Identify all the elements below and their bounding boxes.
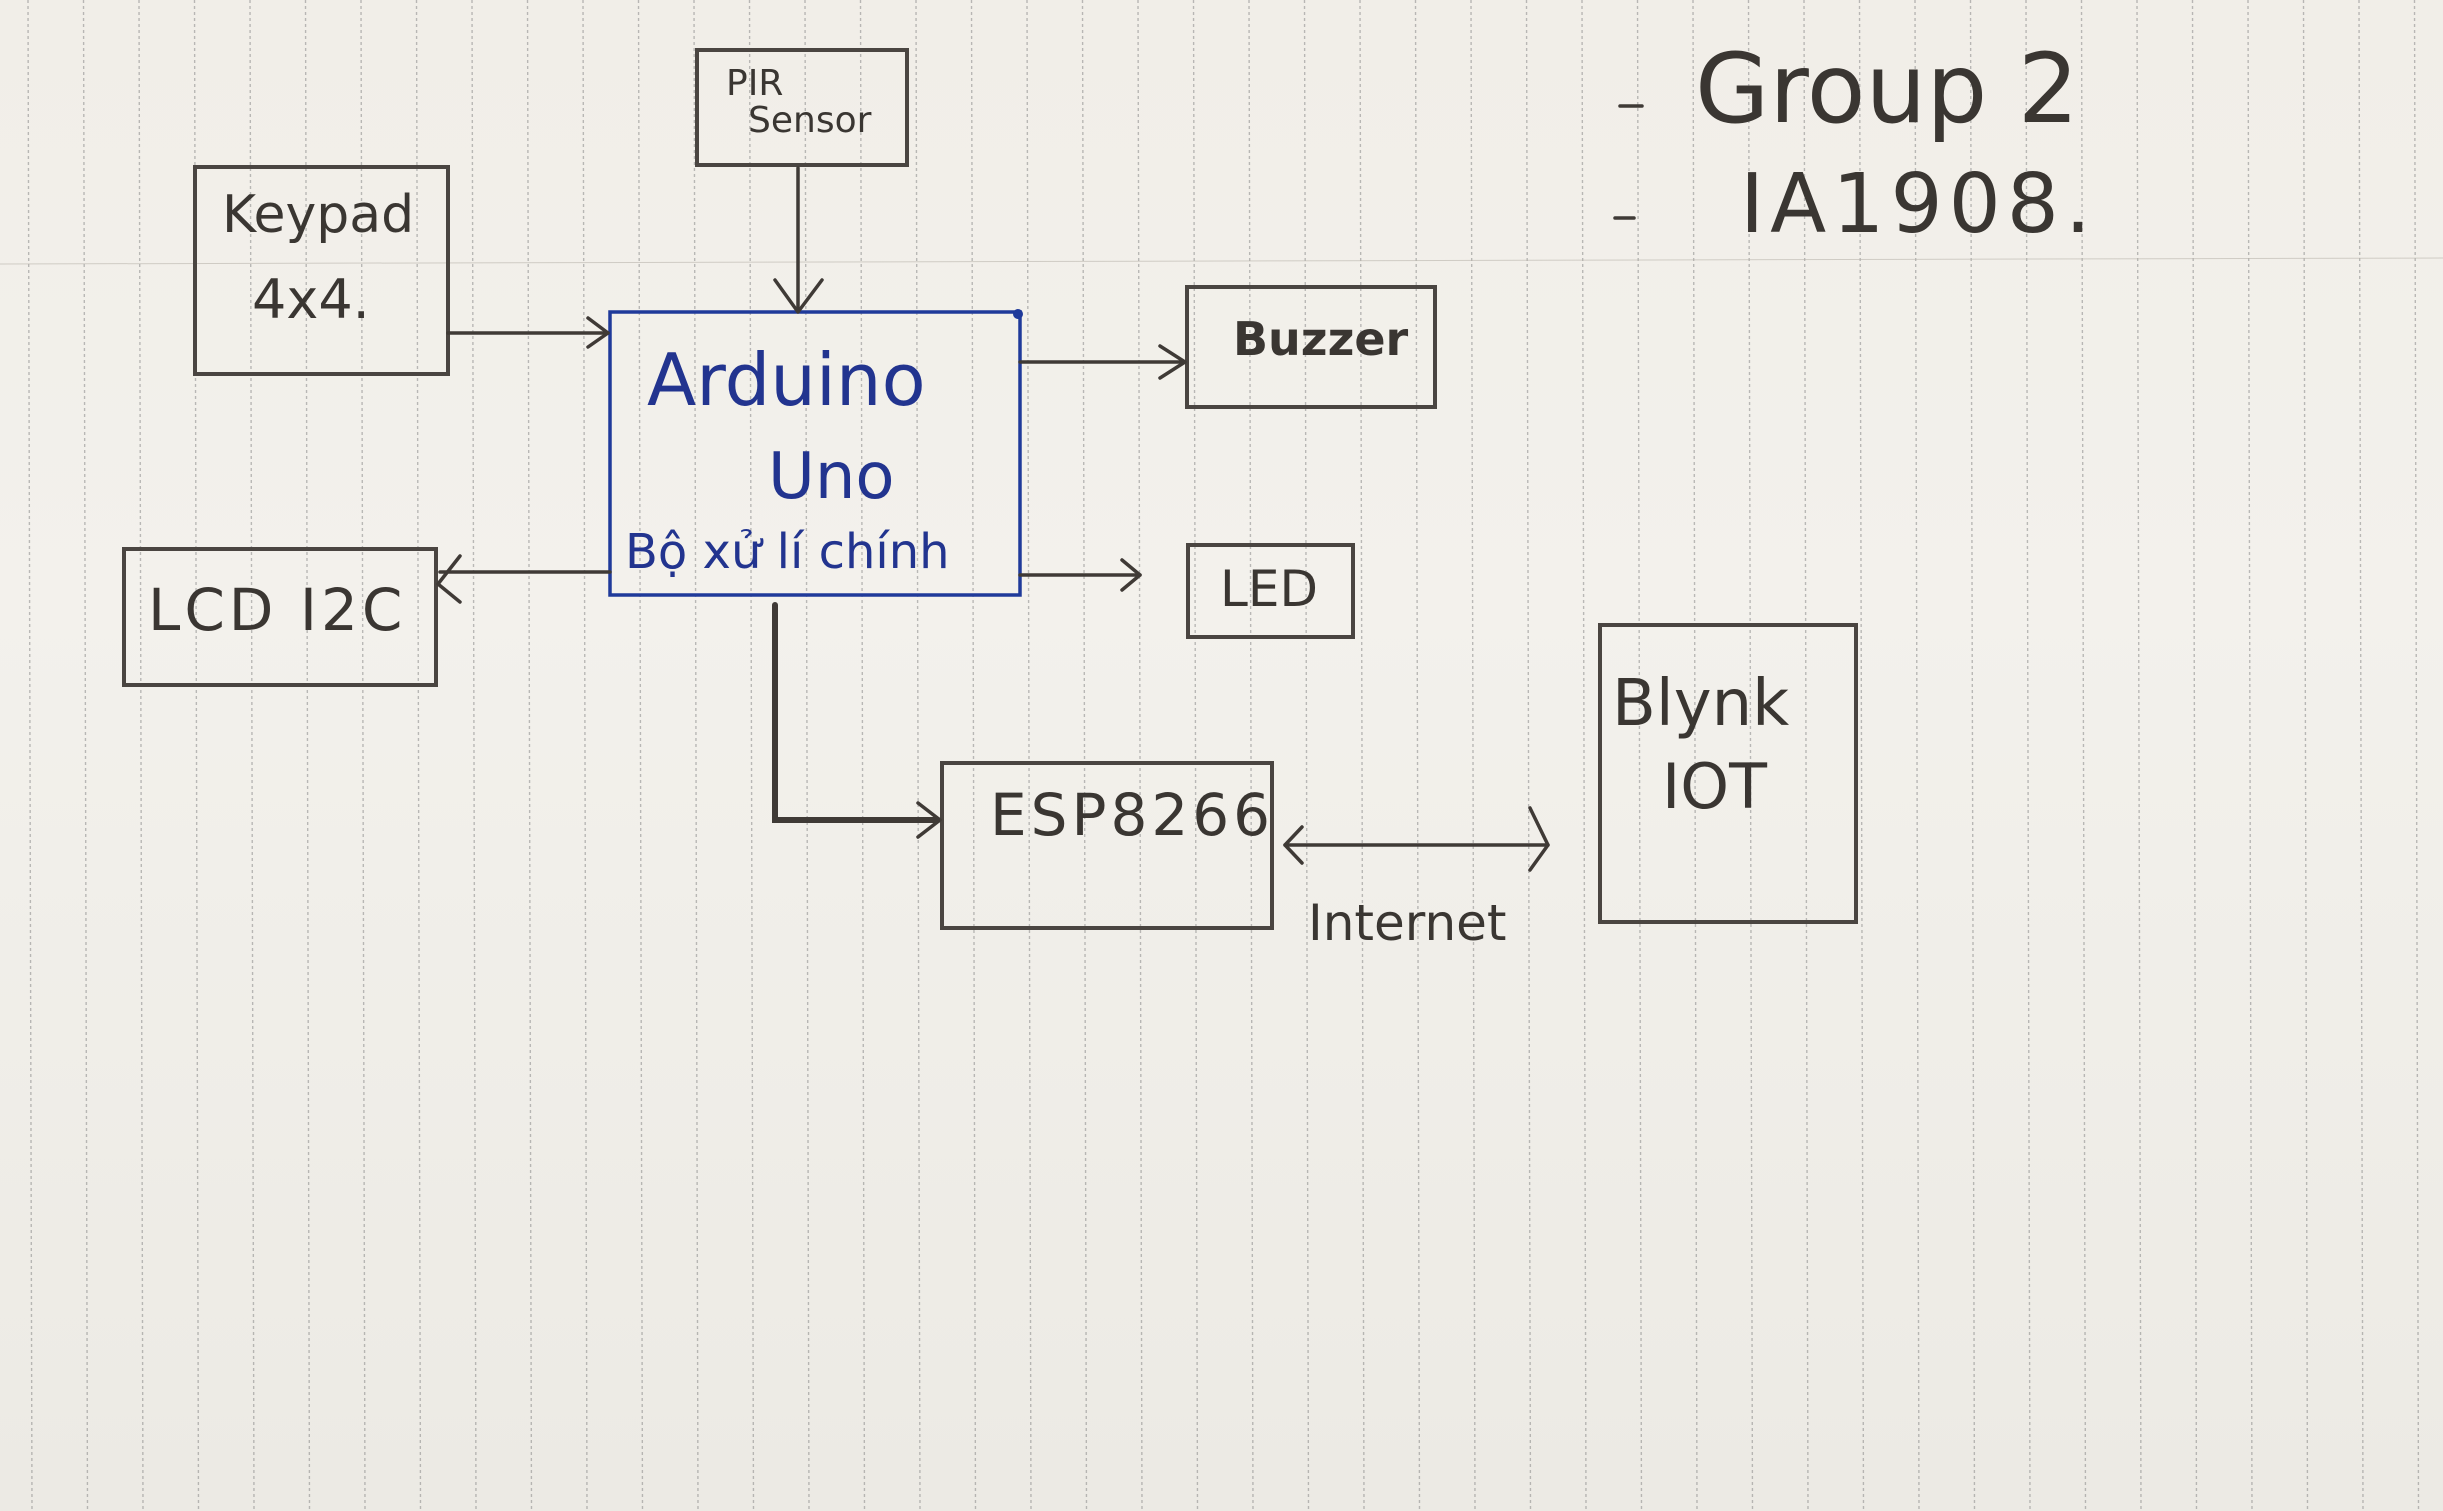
buzzer-node: Buzzer xyxy=(1185,285,1437,409)
pir-sensor-node: PIR Sensor xyxy=(695,48,909,167)
arduino-to-lcd-arrowhead xyxy=(436,554,462,604)
group-label: Group 2 xyxy=(1695,33,2079,145)
lcd-box xyxy=(122,547,438,687)
esp-side-arrowhead xyxy=(1283,825,1304,865)
led-node: LED xyxy=(1186,543,1355,639)
esp-box xyxy=(940,761,1274,930)
arduino-node: Arduino Uno Bộ xử lí chính xyxy=(608,309,1023,597)
esp-node: ESP8266 xyxy=(940,761,1274,930)
blynk-side-arrowhead xyxy=(1528,806,1550,872)
pir-to-arduino-arrowhead xyxy=(773,278,824,314)
lcd-label: LCD I2C xyxy=(148,576,406,644)
buzzer-box xyxy=(1185,285,1437,409)
pir-sensor-box xyxy=(695,48,909,167)
blynk-node: Blynk IOT xyxy=(1598,623,1858,924)
arduino-box xyxy=(608,310,1022,597)
arduino-corner-dot xyxy=(1013,309,1023,319)
header-notes: Group 2 IA1908. xyxy=(1613,33,2097,252)
arduino-to-led-arrowhead xyxy=(1120,558,1142,592)
buzzer-label: Buzzer xyxy=(1233,312,1409,366)
keypad-node: Keypad 4x4. xyxy=(193,165,450,376)
keypad-line1: Keypad xyxy=(222,185,414,245)
blynk-line2: IOT xyxy=(1662,750,1768,823)
blynk-box xyxy=(1598,623,1858,924)
pir-sensor-line2: Sensor xyxy=(748,100,872,141)
keypad-box xyxy=(193,165,450,376)
class-code-label: IA1908. xyxy=(1740,157,2097,252)
arduino-line3: Bộ xử lí chính xyxy=(625,524,950,580)
blynk-line1: Blynk xyxy=(1612,667,1789,741)
arduino-line1: Arduino xyxy=(647,338,926,422)
arduino-to-buzzer-arrowhead xyxy=(1158,344,1187,380)
led-box xyxy=(1186,543,1355,639)
internet-label: Internet xyxy=(1308,894,1507,952)
keypad-line2: 4x4. xyxy=(252,268,370,331)
keypad-to-arduino-arrowhead xyxy=(586,316,610,349)
lcd-node: LCD I2C xyxy=(122,547,438,687)
connectors: Internet xyxy=(436,166,1550,952)
arduino-to-esp-wire xyxy=(772,602,941,823)
pir-sensor-line1: PIR xyxy=(726,63,783,104)
arduino-to-esp-arrowhead xyxy=(916,801,942,839)
led-label: LED xyxy=(1220,560,1318,618)
arduino-line2: Uno xyxy=(768,440,895,514)
esp-label: ESP8266 xyxy=(990,781,1274,849)
